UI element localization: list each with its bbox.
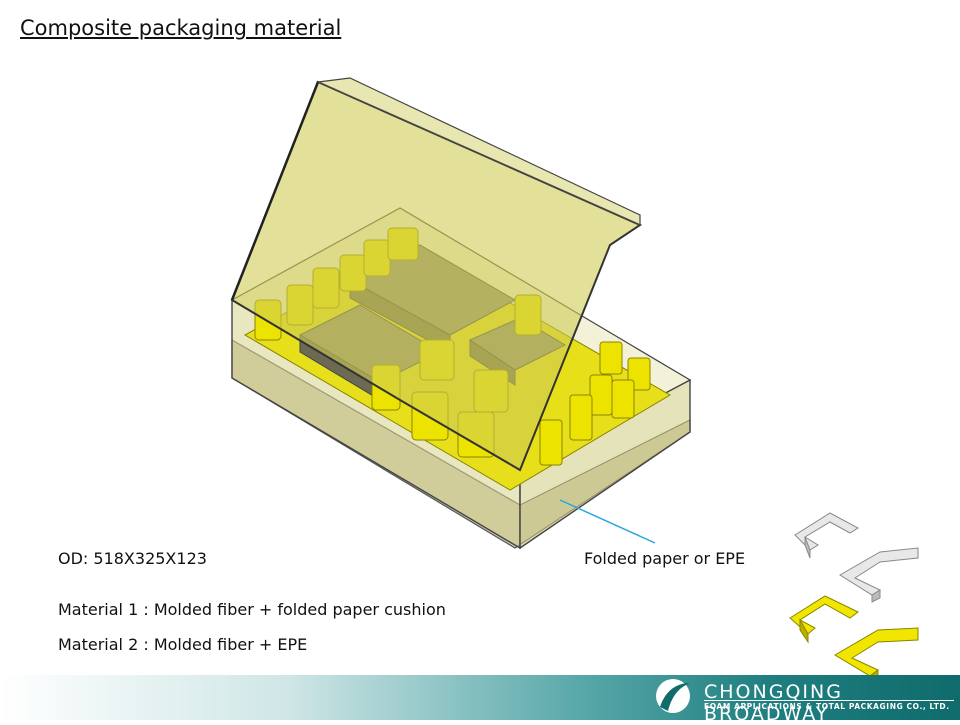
footer-bar	[0, 675, 960, 720]
crescent-logo-icon	[656, 679, 690, 713]
yellow-foam-corner-icon	[789, 595, 919, 685]
callout-label: Folded paper or EPE	[584, 549, 746, 568]
material-2-text: Material 2 : Molded fiber + EPE	[58, 635, 308, 654]
callout-line	[559, 499, 656, 544]
material-1-text: Material 1 : Molded fiber + folded paper…	[58, 600, 446, 619]
company-tagline: FOAM APPLICATIONS & TOTAL PACKAGING CO.,…	[704, 702, 950, 711]
footer-divider	[704, 700, 954, 701]
slide-title: Composite packaging material	[20, 16, 342, 40]
gray-foam-corner-icon	[794, 512, 919, 603]
outer-dimension-text: OD: 518X325X123	[58, 549, 207, 568]
